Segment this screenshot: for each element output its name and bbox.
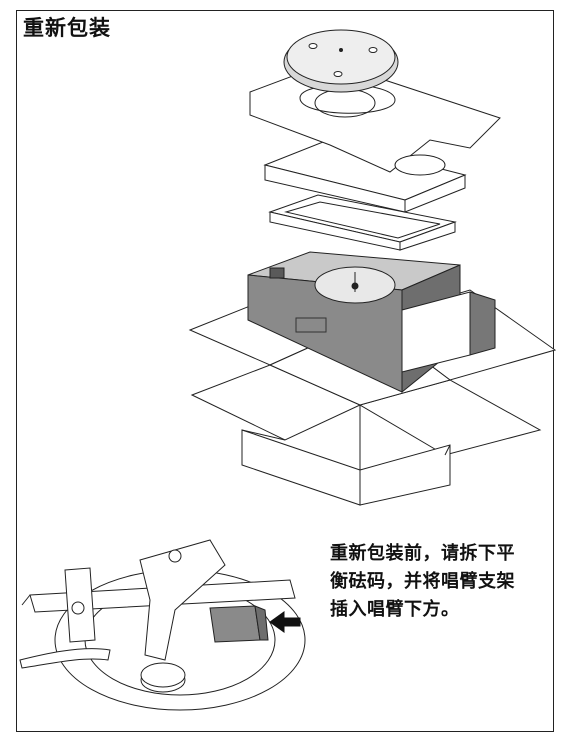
tonearm-holder-diagram — [19, 539, 306, 711]
top-cover-tray — [249, 61, 501, 176]
foam-tray — [247, 251, 496, 394]
box-side-right — [359, 444, 451, 506]
instruction-line-1: 重新包装前，请拆下平 — [330, 543, 515, 564]
upper-foam-cushion — [263, 139, 467, 213]
insert-direction-arrow — [269, 611, 301, 633]
instruction-line-2: 衡砝码，并将唱臂支架 — [330, 571, 515, 592]
page-title: 重新包装 — [23, 16, 111, 40]
instruction-line-3: 插入唱臂下方。 — [330, 599, 460, 620]
platter-disc — [283, 29, 399, 93]
instruction-text: 重新包装前，请拆下平 衡砝码，并将唱臂支架 插入唱臂下方。 — [330, 540, 555, 624]
box-side-left — [241, 429, 361, 506]
protective-sheet — [268, 194, 457, 251]
